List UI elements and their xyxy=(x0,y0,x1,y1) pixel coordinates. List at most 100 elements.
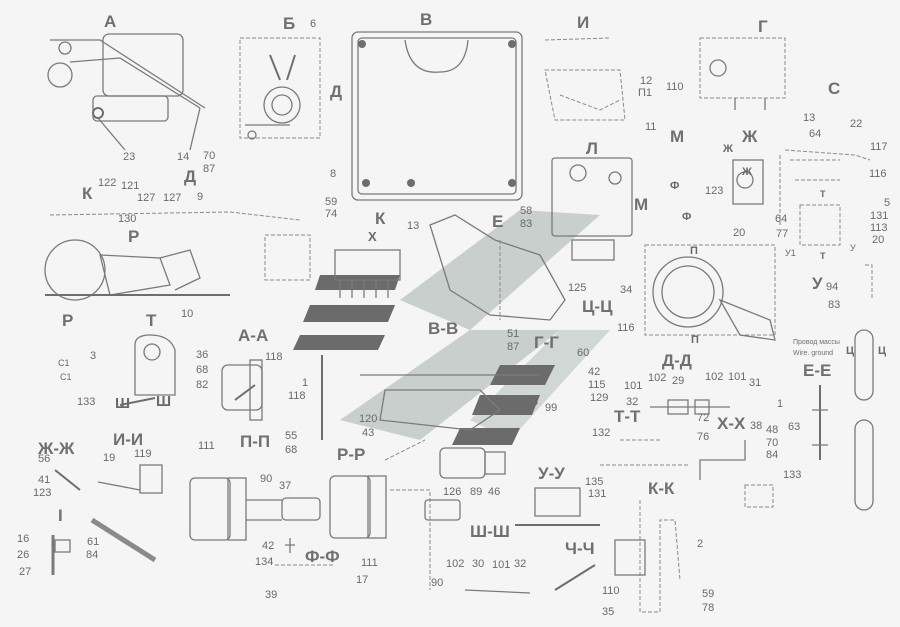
section-aa: А-А xyxy=(238,326,269,345)
mark-ts-2: Ц xyxy=(878,345,887,357)
callout: 3 xyxy=(532,396,539,408)
section-rr: Р-Р xyxy=(337,445,366,464)
callout: 11 xyxy=(645,121,657,133)
view-xx xyxy=(699,440,774,508)
callout: 22 xyxy=(850,118,863,130)
view-t-cap xyxy=(119,334,176,406)
section-zhzh: Ж-Ж xyxy=(38,439,75,458)
view-kk-bracket xyxy=(614,500,681,613)
callout: 20 xyxy=(733,227,746,239)
callout: 90 xyxy=(260,473,273,485)
ground-wire-label-ru: Провод массы xyxy=(793,339,840,346)
callout: 17 xyxy=(356,574,369,586)
view-ii xyxy=(90,464,163,563)
callout: 32 xyxy=(626,396,639,408)
callout: 133 xyxy=(77,396,96,408)
callout: 10 xyxy=(181,308,194,320)
section-uu: У-У xyxy=(538,464,565,483)
mark-c1-a: С1 xyxy=(58,358,70,368)
callout: 115 xyxy=(588,379,606,391)
callout: 59 xyxy=(702,588,715,600)
callout: 39 xyxy=(265,589,278,601)
section-e: Е xyxy=(492,212,504,231)
mark-sh-2: Ш xyxy=(156,393,172,410)
callout: 6 xyxy=(310,18,317,30)
section-m1: М xyxy=(670,127,685,146)
callout: 70 xyxy=(203,150,216,162)
callout: 129 xyxy=(590,392,609,404)
callout: 77 xyxy=(776,228,789,240)
callout: 110 xyxy=(602,585,620,597)
section-t: Т xyxy=(146,311,157,330)
watermark-logo xyxy=(293,210,610,445)
callout: 31 xyxy=(749,377,762,389)
callout: 35 xyxy=(602,606,615,618)
callout: 84 xyxy=(86,549,99,561)
view-l-block xyxy=(551,157,633,261)
section-s: С xyxy=(828,79,841,98)
callout: 135 xyxy=(585,476,604,488)
callout: 60 xyxy=(577,347,590,359)
callout: 13 xyxy=(803,112,816,124)
callout: 72 xyxy=(697,412,710,424)
section-r1: Р xyxy=(128,227,140,246)
view-v-panel xyxy=(351,31,523,201)
callout: 99 xyxy=(545,402,558,414)
callout: 134 xyxy=(255,556,274,568)
callout: 101 xyxy=(728,371,747,383)
callout: 13 xyxy=(407,220,420,232)
section-gg: Г-Г xyxy=(534,333,559,352)
mark-c1-b: С1 xyxy=(60,372,72,382)
callout: 125 xyxy=(568,282,587,294)
section-ii: И-И xyxy=(113,430,144,449)
view-tt xyxy=(600,439,690,466)
section-b: Б xyxy=(283,14,296,33)
callout: 78 xyxy=(702,602,715,614)
callout: 122 xyxy=(98,177,117,189)
section-tsts: Ц-Ц xyxy=(582,297,613,316)
view-chch-connector xyxy=(464,564,596,594)
callout: 59 xyxy=(325,196,338,208)
callout: 94 xyxy=(826,281,839,293)
view-u-strap xyxy=(854,264,874,511)
callout: 1 xyxy=(302,377,309,389)
callout: 102 xyxy=(648,372,667,384)
section-v: В xyxy=(420,10,433,29)
view-b-clamp xyxy=(239,37,321,140)
callout: 55 xyxy=(285,430,298,442)
callout: 118 xyxy=(265,351,283,363)
view-i xyxy=(544,37,626,121)
callout: 68 xyxy=(285,444,298,456)
callout: 9 xyxy=(197,191,204,203)
callout: 46 xyxy=(488,486,501,498)
section-l: Л xyxy=(586,139,598,158)
callout: 48 xyxy=(766,424,779,436)
mark-u1: У1 xyxy=(785,248,796,258)
section-xx: Х-Х xyxy=(717,414,746,433)
callout: 111 xyxy=(361,557,378,569)
callout: 121 xyxy=(121,180,140,192)
callout: 27 xyxy=(19,566,32,578)
callout: 42 xyxy=(588,366,601,378)
mark-zh-in: Ж xyxy=(742,166,752,178)
callout: 131 xyxy=(588,488,607,500)
view-d-mechanism xyxy=(44,211,311,301)
callout: 1 xyxy=(777,398,784,410)
callout: 34 xyxy=(620,284,633,296)
callout: 32 xyxy=(514,558,527,570)
section-zh: Ж xyxy=(742,127,758,146)
callout: 63 xyxy=(788,421,801,433)
view-ff xyxy=(275,538,335,566)
callout: 131 xyxy=(870,210,889,222)
mark-t-bot: Т xyxy=(820,251,826,261)
section-k1: К xyxy=(82,184,93,203)
callout: 123 xyxy=(705,185,724,197)
callout: 82 xyxy=(196,379,209,391)
callout: 116 xyxy=(617,322,635,334)
callout: 101 xyxy=(624,380,643,392)
section-pp: П-П xyxy=(240,432,271,451)
view-zhzh xyxy=(54,469,81,491)
mark-p-top: П xyxy=(690,245,698,257)
callout: 56 xyxy=(38,453,51,465)
